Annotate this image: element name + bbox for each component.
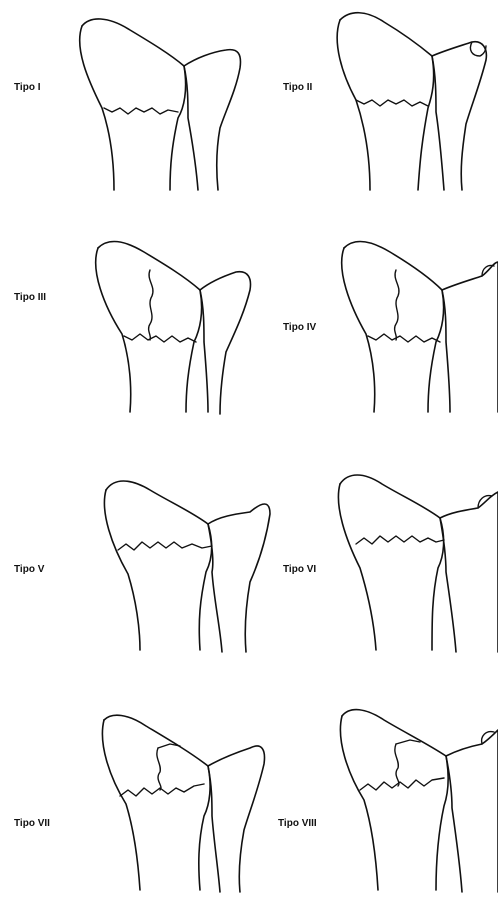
fracture-line-intraarticular xyxy=(157,748,161,790)
ulna-bone xyxy=(208,504,270,652)
radius-bone xyxy=(342,242,444,412)
panel-tipo-7: Tipo VII xyxy=(14,715,264,892)
radius-bone xyxy=(104,481,211,650)
fracture-line-transverse xyxy=(360,778,444,790)
panel-label-tipo-3: Tipo III xyxy=(14,292,46,303)
radius-bone xyxy=(102,715,210,890)
ulna-bone xyxy=(432,42,486,190)
fracture-line-transverse xyxy=(368,334,440,342)
ulna-bone xyxy=(208,746,264,892)
fracture-line xyxy=(356,536,444,544)
panel-tipo-8: Tipo VIII xyxy=(278,710,498,892)
fracture-line-intraarticular xyxy=(149,270,153,340)
ulna-bone xyxy=(446,730,498,892)
panel-tipo-6: Tipo VI xyxy=(283,475,498,652)
fracture-line-fragment xyxy=(396,740,420,744)
radius-bone xyxy=(338,475,443,650)
fracture-line-intraarticular xyxy=(395,270,399,340)
panel-tipo-3: Tipo III xyxy=(14,242,250,414)
ulna-bone xyxy=(200,272,250,414)
panel-tipo-5: Tipo V xyxy=(14,481,270,652)
radius-bone xyxy=(80,19,186,190)
panel-label-tipo-6: Tipo VI xyxy=(283,564,316,575)
panel-label-tipo-7: Tipo VII xyxy=(14,818,50,829)
fracture-line xyxy=(104,108,178,114)
panel-label-tipo-1: Tipo I xyxy=(14,82,41,93)
panel-label-tipo-4: Tipo IV xyxy=(283,322,316,333)
ulna-bone xyxy=(184,50,240,190)
panel-label-tipo-8: Tipo VIII xyxy=(278,818,317,829)
fracture-line xyxy=(118,542,212,550)
panel-tipo-4: Tipo IV xyxy=(283,242,498,412)
fracture-line-transverse xyxy=(120,784,204,796)
ulna-bone xyxy=(440,492,498,652)
panel-label-tipo-2: Tipo II xyxy=(283,82,312,93)
fracture-line-transverse xyxy=(124,334,196,342)
radius-bone xyxy=(340,710,448,890)
styloid-fracture xyxy=(470,42,486,56)
panel-tipo-1: Tipo I xyxy=(14,19,240,190)
panel-tipo-2: Tipo II xyxy=(283,13,486,190)
panel-label-tipo-5: Tipo V xyxy=(14,564,45,575)
fracture-line xyxy=(356,100,428,106)
ulna-bone xyxy=(442,262,498,412)
fracture-line-intraarticular xyxy=(395,744,399,786)
